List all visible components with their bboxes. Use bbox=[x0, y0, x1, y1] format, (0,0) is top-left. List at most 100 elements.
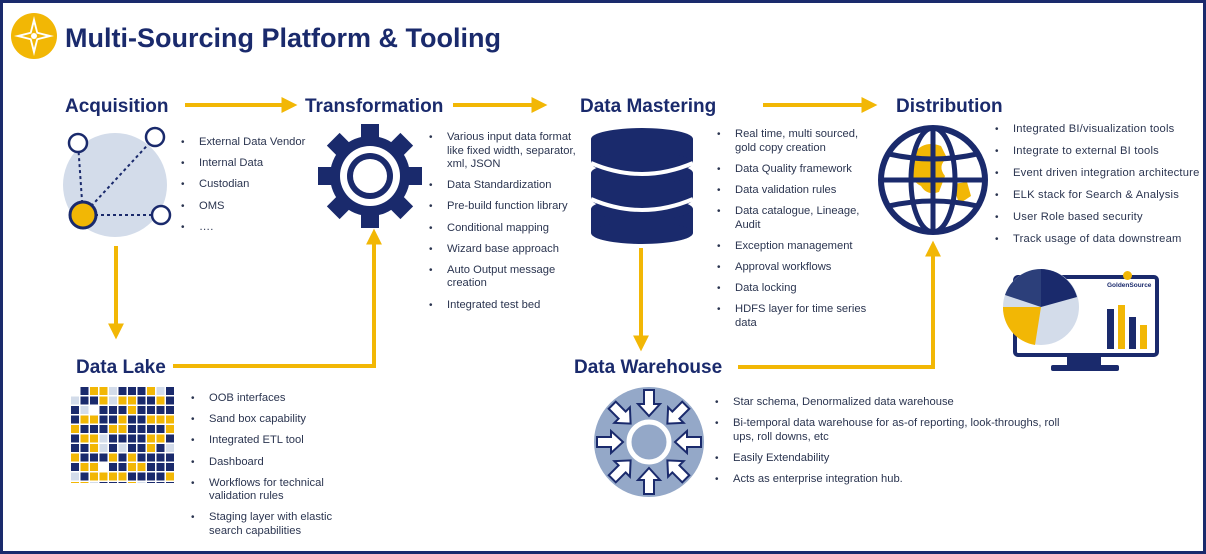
data-block bbox=[71, 453, 79, 462]
data-block bbox=[109, 387, 117, 395]
list-item: Track usage of data downstream bbox=[993, 233, 1203, 247]
data-block bbox=[128, 415, 136, 424]
transformation-list: Various input data format like fixed wid… bbox=[427, 131, 587, 312]
data-warehouse-list: Star schema, Denormalized data warehouse… bbox=[713, 396, 1083, 487]
data-block bbox=[156, 415, 165, 424]
data-block bbox=[90, 415, 98, 424]
list-item: Custodian bbox=[179, 178, 309, 192]
list-item: Staging layer with elastic search capabi… bbox=[189, 511, 339, 538]
data-block bbox=[137, 472, 146, 481]
data-block bbox=[156, 444, 165, 452]
data-block bbox=[90, 472, 98, 481]
list-item: Easily Extendability bbox=[713, 452, 1083, 466]
data-block bbox=[90, 425, 98, 433]
list-item: Workflows for technical validation rules bbox=[189, 477, 339, 504]
data-block bbox=[109, 415, 117, 424]
data-block bbox=[71, 472, 79, 481]
data-block bbox=[118, 387, 127, 395]
data-block bbox=[147, 482, 155, 483]
data-block bbox=[166, 444, 174, 452]
list-item: Dashboard bbox=[189, 456, 339, 470]
data-block bbox=[128, 434, 136, 443]
brand-logo-dot bbox=[1123, 271, 1132, 280]
converging-arrows-hub-icon bbox=[594, 387, 704, 497]
list-item: Exception management bbox=[715, 240, 875, 254]
data-block bbox=[147, 444, 155, 452]
data-block bbox=[156, 396, 165, 405]
data-block bbox=[166, 396, 174, 405]
data-block bbox=[109, 396, 117, 405]
stage-title-transformation: Transformation bbox=[305, 96, 444, 117]
data-block bbox=[156, 482, 165, 483]
list-item: OMS bbox=[179, 200, 309, 214]
acquisition-list: External Data Vendor Internal Data Custo… bbox=[179, 136, 309, 234]
data-block bbox=[137, 482, 146, 483]
stage-title-data-mastering: Data Mastering bbox=[580, 96, 717, 117]
data-block bbox=[71, 434, 79, 443]
list-item: Real time, multi sourced, gold copy crea… bbox=[715, 128, 875, 155]
data-block bbox=[109, 453, 117, 462]
list-item: Bi-temporal data warehouse for as-of rep… bbox=[713, 417, 1083, 444]
data-block bbox=[109, 425, 117, 433]
brand-label: GoldenSource bbox=[1107, 282, 1152, 289]
data-block bbox=[147, 425, 155, 433]
list-item: Conditional mapping bbox=[427, 222, 587, 236]
list-item: Data catalogue, Lineage, Audit bbox=[715, 205, 875, 232]
data-block bbox=[147, 387, 155, 395]
data-block bbox=[118, 406, 127, 414]
data-block bbox=[90, 463, 98, 471]
data-block bbox=[166, 387, 174, 395]
data-block bbox=[128, 425, 136, 433]
list-item: Pre-build function library bbox=[427, 200, 587, 214]
data-block bbox=[137, 444, 146, 452]
data-block bbox=[80, 482, 89, 483]
data-block bbox=[80, 453, 89, 462]
data-block bbox=[147, 406, 155, 414]
list-item: Integrated ETL tool bbox=[189, 434, 339, 448]
data-block bbox=[147, 396, 155, 405]
list-item: Wizard base approach bbox=[427, 243, 587, 257]
data-block bbox=[118, 482, 127, 483]
list-item: Integrated BI/visualization tools bbox=[993, 123, 1203, 137]
data-block bbox=[156, 453, 165, 462]
data-blocks-icon bbox=[71, 387, 174, 483]
data-block bbox=[166, 415, 174, 424]
data-block bbox=[90, 396, 98, 405]
data-block bbox=[99, 425, 108, 433]
data-block bbox=[147, 434, 155, 443]
data-block bbox=[71, 396, 79, 405]
list-item: External Data Vendor bbox=[179, 136, 309, 150]
data-block bbox=[147, 463, 155, 471]
data-block bbox=[137, 387, 146, 395]
data-block bbox=[71, 463, 79, 471]
data-block bbox=[80, 396, 89, 405]
list-item: Acts as enterprise integration hub. bbox=[713, 473, 1083, 487]
data-block bbox=[109, 444, 117, 452]
data-block bbox=[109, 434, 117, 443]
data-block bbox=[118, 444, 127, 452]
list-item: Data Standardization bbox=[427, 179, 587, 193]
data-block bbox=[156, 387, 165, 395]
data-block bbox=[118, 434, 127, 443]
data-block bbox=[156, 425, 165, 433]
data-block bbox=[147, 453, 155, 462]
arrow-warehouse-to-distribution bbox=[738, 240, 941, 369]
list-item: Data validation rules bbox=[715, 184, 875, 198]
data-block bbox=[109, 472, 117, 481]
list-item: Integrated test bed bbox=[427, 299, 587, 313]
data-block bbox=[137, 406, 146, 414]
data-lake-list: OOB interfaces Sand box capability Integ… bbox=[189, 392, 339, 538]
data-block bbox=[90, 387, 98, 395]
list-item: Integrate to external BI tools bbox=[993, 145, 1203, 159]
list-item: Sand box capability bbox=[189, 413, 339, 427]
data-block bbox=[80, 463, 89, 471]
stage-title-distribution: Distribution bbox=[896, 96, 1003, 117]
data-block bbox=[80, 434, 89, 443]
data-block bbox=[166, 453, 174, 462]
data-block bbox=[166, 482, 174, 483]
data-block bbox=[71, 482, 79, 483]
list-item: Internal Data bbox=[179, 157, 309, 171]
data-block bbox=[137, 425, 146, 433]
data-block bbox=[166, 434, 174, 443]
